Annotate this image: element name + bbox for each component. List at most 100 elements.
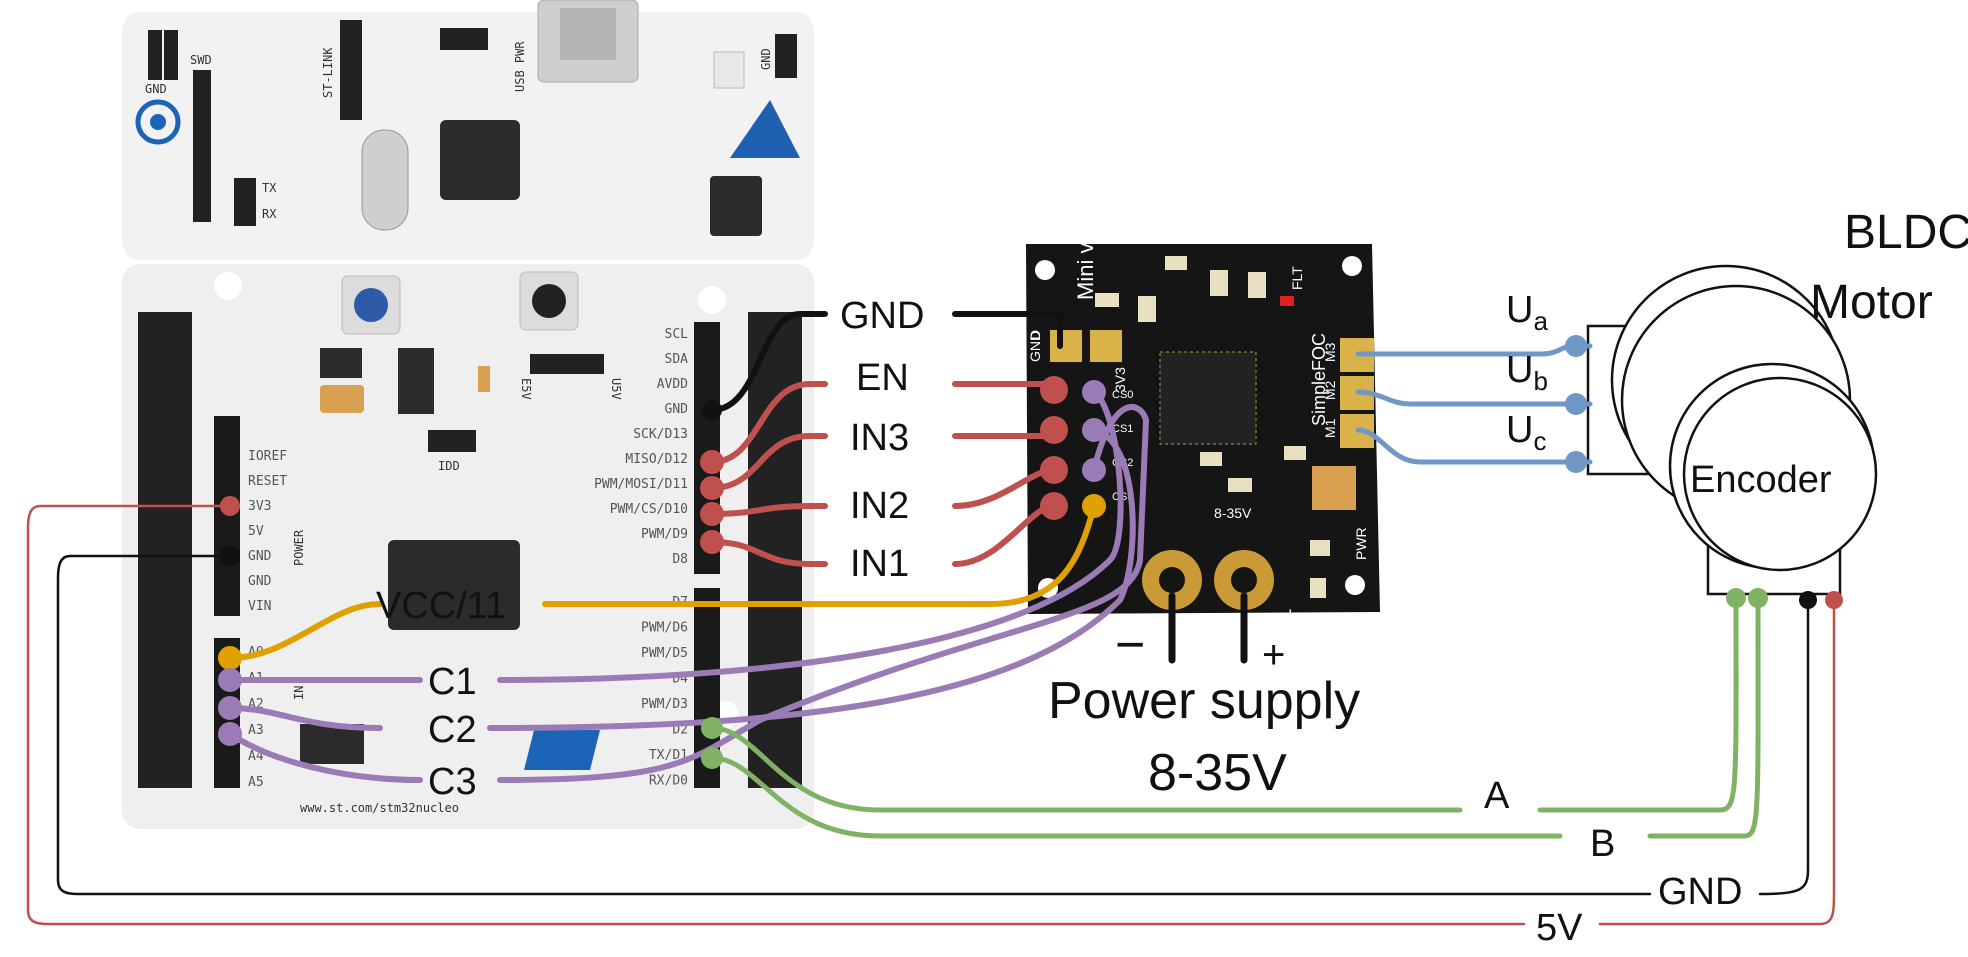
wire-5v-bottom <box>26 504 1836 926</box>
dot-d11 <box>700 476 724 500</box>
smd-component <box>1210 270 1228 296</box>
power-supply: − + Power supply 8-35V <box>1048 616 1360 802</box>
wire-vcc <box>227 503 1097 661</box>
driver-dot-cs2 <box>1082 418 1106 442</box>
label-analog-in: IN <box>292 686 306 700</box>
label-wire-gnd-bottom: GND <box>1658 871 1742 913</box>
driver-label-m1: M1 <box>1322 418 1338 438</box>
driver-label-vin: 8-35V <box>1214 505 1252 521</box>
smd-component <box>1095 293 1119 307</box>
motor-dot-ub <box>1565 393 1587 415</box>
label-wire-in3: IN3 <box>850 417 909 459</box>
power-pin-vin: VIN <box>248 599 271 614</box>
driver-label-gnd: GND <box>1027 331 1043 362</box>
encoder-disc <box>1682 376 1878 572</box>
digital-pin-scl: SCL <box>665 327 689 342</box>
driver-dot-en <box>1040 376 1068 404</box>
header-idd <box>428 430 476 452</box>
label-wire-gnd: GND <box>840 295 924 337</box>
label-u5v: U5V <box>609 378 623 400</box>
main-mcu <box>388 540 520 630</box>
power-supply-range: 8-35V <box>1148 744 1287 802</box>
smd-component <box>1284 446 1306 460</box>
driver-label-flt: FLT <box>1289 266 1305 290</box>
encoder-dot-b <box>1748 588 1768 608</box>
analog-pin-a3: A3 <box>248 723 264 738</box>
digital-pin-gnd: GND <box>665 402 689 417</box>
dot-3v3 <box>220 496 240 516</box>
header-st-link <box>340 20 362 120</box>
wire-phase-uc <box>1355 427 1593 465</box>
label-wire-c1: C1 <box>428 661 477 703</box>
dot-gnd <box>702 400 722 420</box>
header-gnd-top-left <box>148 30 178 80</box>
label-wire-in2: IN2 <box>850 485 909 527</box>
st-link-mcu <box>440 120 520 200</box>
label-rx: RX <box>262 207 277 221</box>
smd-component <box>1310 540 1330 556</box>
motor-title-line1: BLDC <box>1844 206 1968 259</box>
label-wire-en: EN <box>856 357 909 399</box>
wire-gnd-bottom <box>56 554 1810 896</box>
label-gnd-top-left: GND <box>145 82 167 96</box>
label-wire-a: A <box>1484 775 1510 817</box>
driver-mount-hole <box>1342 256 1362 276</box>
driver-label-pwr: PWR <box>1353 527 1369 560</box>
wire-c3 <box>227 404 1150 783</box>
wire-c1 <box>227 389 1124 683</box>
driver-fault-led <box>1280 296 1294 306</box>
analog-pin-a5: A5 <box>248 775 264 790</box>
driver-dot-in2 <box>1040 456 1068 484</box>
label-e5v: E5V <box>519 378 533 400</box>
driver-dot-cs1 <box>1082 458 1106 482</box>
driver-dot-cs3 <box>1082 380 1106 404</box>
driver-name: SimpleFOC <box>1309 333 1329 426</box>
motor-title-line2: Motor <box>1810 276 1933 329</box>
dot-a1 <box>218 668 242 692</box>
bldc-motor: Encoder BLDC Motor <box>1586 206 1968 596</box>
smd-component <box>1228 478 1252 492</box>
header-usb-pwr <box>440 28 488 50</box>
connector-dots <box>218 335 1843 769</box>
header-tx-rx <box>234 178 256 226</box>
digital-pin-rx-d0: RX/D0 <box>649 774 688 789</box>
wire-phase-ua <box>1355 343 1593 357</box>
label-wire-c2: C2 <box>428 709 477 751</box>
smd-component <box>1165 256 1187 270</box>
driver-label-3v3: 3V3 <box>1112 367 1128 392</box>
digital-pin-pwm-d5: PWM/D5 <box>641 646 688 661</box>
digital-pin-sda: SDA <box>665 352 689 367</box>
header-swd <box>193 70 211 222</box>
crystal <box>361 129 409 231</box>
label-wire-b: B <box>1590 823 1615 865</box>
power-supply-title: Power supply <box>1048 672 1360 730</box>
power-pin-3v3: 3V3 <box>248 499 271 514</box>
reset-button <box>532 284 566 318</box>
label-wire-vcc: VCC/11 <box>376 585 506 627</box>
smd-component <box>1310 578 1326 598</box>
label-power: POWER <box>292 529 306 566</box>
header-power <box>214 416 240 616</box>
label-phase-ub: Ub <box>1506 349 1548 396</box>
driver-dot-in3 <box>1040 416 1068 444</box>
st-logo-bottom-icon <box>524 730 600 770</box>
power-supply-plus: + <box>1262 633 1285 677</box>
label-usb-pwr: USB PWR <box>513 41 527 92</box>
digital-pin-pwm-mosi-d11: PWM/MOSI/D11 <box>594 477 688 492</box>
driver-mount-hole <box>1345 575 1365 595</box>
dot-a2 <box>218 696 242 720</box>
driver-label-minus: - <box>1110 606 1116 626</box>
header-e5v-u5v <box>530 354 604 374</box>
component-capacitor <box>320 385 364 413</box>
wire-in3 <box>709 433 1057 491</box>
driver-pin-gnd <box>1050 330 1082 362</box>
nucleo-url: www.st.com/stm32nucleo <box>300 801 459 815</box>
digital-top-labels: SCLSDAAVDDGNDSCK/D13MISO/D12PWM/MOSI/D11… <box>594 327 688 567</box>
driver-label-m2: M2 <box>1322 380 1338 400</box>
driver-label-m3: M3 <box>1322 342 1338 362</box>
motor-dot-uc <box>1565 451 1587 473</box>
power-pin-gnd: GND <box>248 549 272 564</box>
wire-gnd-top <box>709 311 1063 413</box>
power-supply-minus: − <box>1115 616 1145 674</box>
